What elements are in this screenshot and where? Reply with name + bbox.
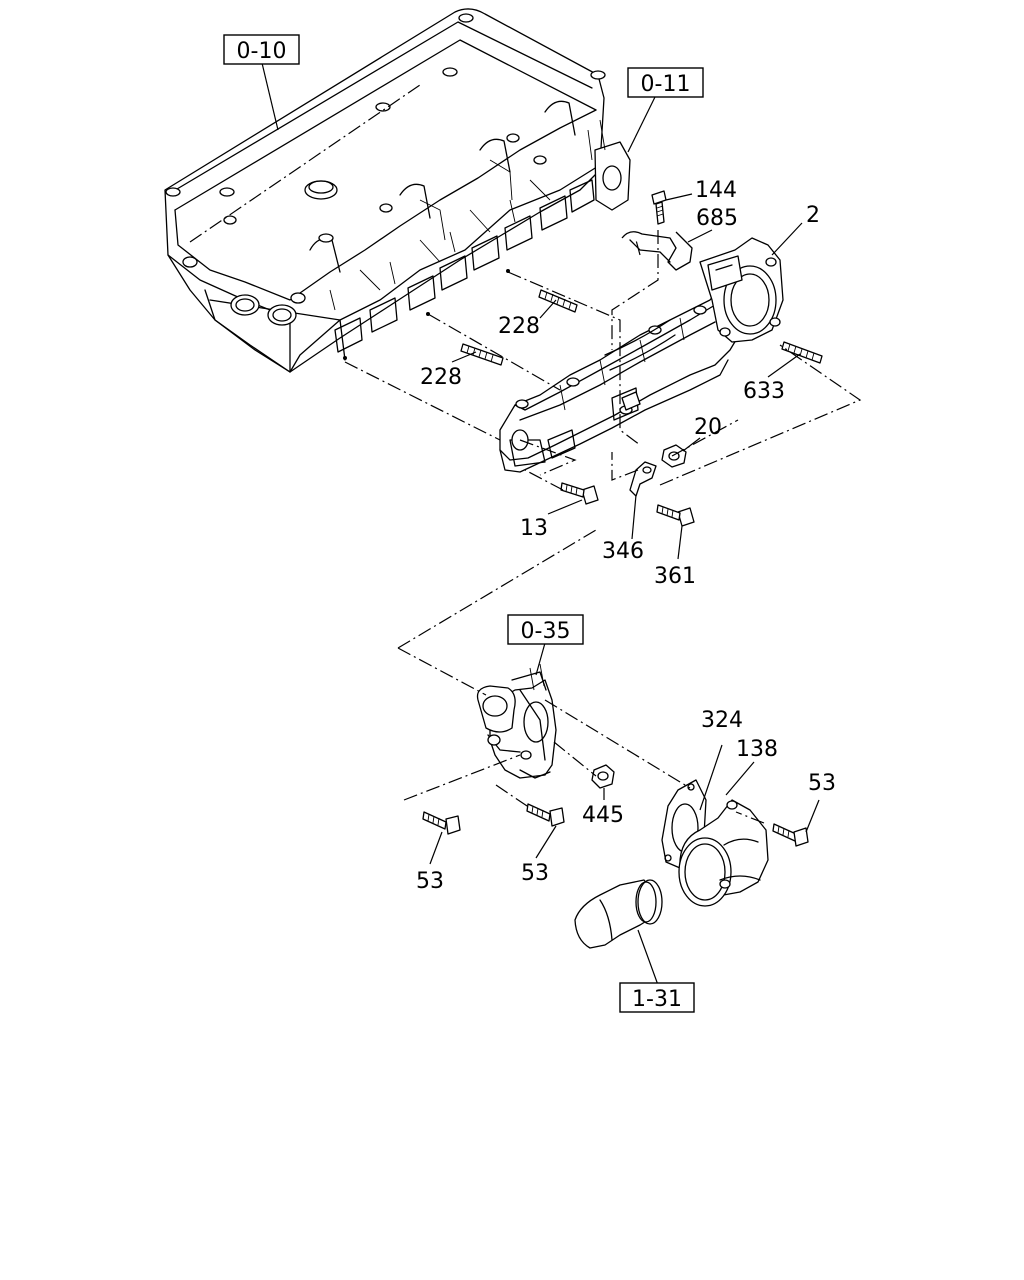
nut-20: [661, 444, 687, 468]
part-label-53-center: 53: [521, 861, 549, 886]
part-label-13: 13: [520, 516, 548, 541]
part-label-633: 633: [743, 379, 785, 404]
ref-box-0-35[interactable]: 0-35: [507, 614, 584, 645]
alignment-lines: [189, 84, 862, 824]
bracket-346: [629, 461, 657, 497]
bolt-53-left: [422, 811, 461, 835]
ref-0-10-text: 0-10: [237, 39, 287, 64]
part-label-20: 20: [694, 415, 722, 440]
part-label-228-lower: 228: [420, 365, 462, 390]
part-label-445: 445: [582, 803, 624, 828]
ref-0-35-text: 0-35: [521, 619, 571, 644]
stud-228-upper: [538, 289, 578, 313]
bolt-361: [656, 504, 695, 527]
part-label-144: 144: [695, 178, 737, 203]
part-label-685: 685: [696, 206, 738, 231]
part-label-228-upper: 228: [498, 314, 540, 339]
stud-228-lower: [460, 343, 504, 366]
nut-445: [591, 764, 615, 789]
bolt-53-center: [526, 803, 565, 827]
ref-box-1-31[interactable]: 1-31: [619, 982, 695, 1013]
intake-manifold: [499, 237, 784, 473]
bolt-144: [651, 190, 667, 225]
part-label-324: 324: [701, 708, 743, 733]
part-label-2: 2: [806, 203, 820, 228]
ref-1-31-text: 1-31: [632, 987, 682, 1012]
elbow-pipe-138: [678, 799, 769, 907]
cylinder-head: [164, 8, 631, 373]
bolt-13: [560, 482, 599, 505]
part-label-346: 346: [602, 539, 644, 564]
hose-1-31: [574, 879, 663, 949]
stud-633: [781, 341, 823, 364]
part-label-138: 138: [736, 737, 778, 762]
leader-lines: [261, 62, 820, 986]
part-label-53-right: 53: [808, 771, 836, 796]
part-label-53-left: 53: [416, 869, 444, 894]
ref-0-11-text: 0-11: [641, 72, 691, 97]
ref-box-0-10[interactable]: 0-10: [223, 34, 300, 65]
part-label-361: 361: [654, 564, 696, 589]
bolt-53-right: [772, 823, 809, 847]
ref-box-0-11[interactable]: 0-11: [627, 67, 704, 98]
egr-valve: [476, 663, 557, 779]
clamp-685: [621, 231, 693, 271]
